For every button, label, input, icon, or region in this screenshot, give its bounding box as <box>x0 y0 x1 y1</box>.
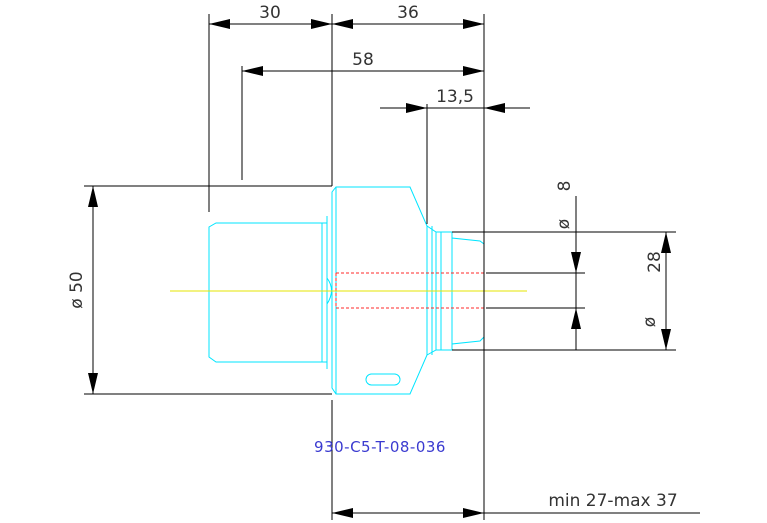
dim-13-5-label: 13,5 <box>436 87 474 107</box>
dim-phi8-value: 8 <box>555 181 575 192</box>
arrow <box>661 329 671 350</box>
arrow <box>332 508 353 518</box>
arrow <box>571 252 581 273</box>
range-label: min 27-max 37 <box>548 491 677 511</box>
arrow <box>88 373 98 394</box>
arrow <box>463 66 484 76</box>
arrow <box>311 19 332 29</box>
arrow <box>463 19 484 29</box>
arrow <box>88 186 98 207</box>
arrow <box>209 19 230 29</box>
arrow <box>661 232 671 253</box>
arrow <box>332 19 353 29</box>
dim-phi28-value: 28 <box>645 251 665 273</box>
dim-30-label: 30 <box>259 3 281 23</box>
dim-58-label: 58 <box>352 50 374 70</box>
body-slot <box>365 373 401 386</box>
arrow <box>242 66 263 76</box>
dimension-lines <box>84 14 700 520</box>
arrow <box>406 103 427 113</box>
arrow <box>463 508 484 518</box>
arrow <box>484 103 505 113</box>
part-number-label: 930-C5-T-08-036 <box>314 438 446 456</box>
arrow <box>571 308 581 329</box>
shank-outline <box>208 222 328 363</box>
dim-phi28-symbol: ø <box>640 317 660 327</box>
dim-36-label: 36 <box>397 3 419 23</box>
dim-phi50-label: ø 50 <box>67 271 87 308</box>
dim-phi8-symbol: ø <box>554 219 574 229</box>
body-outline <box>331 186 428 395</box>
